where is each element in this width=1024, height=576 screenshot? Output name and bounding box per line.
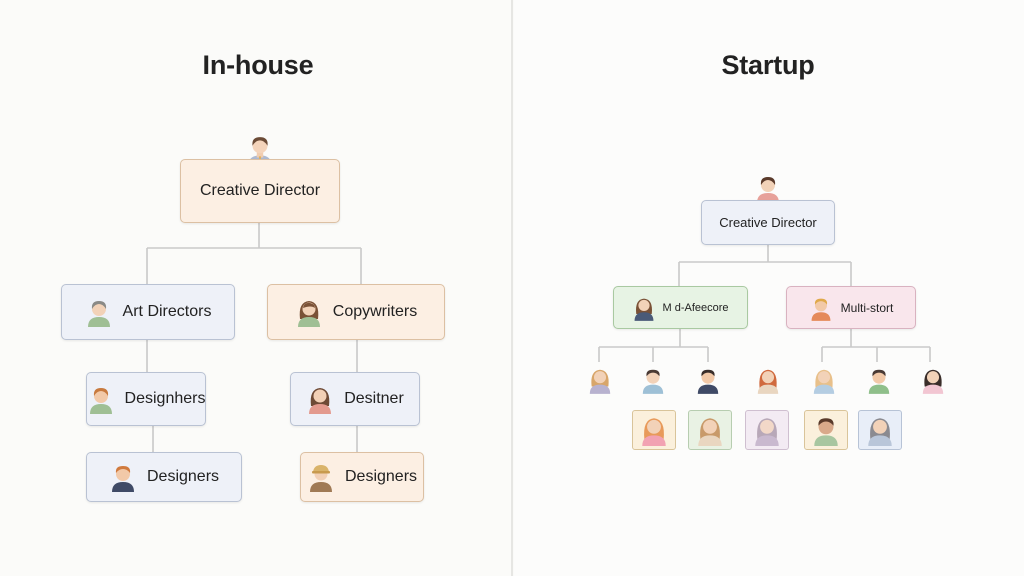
- team-member-avatar: [813, 369, 835, 394]
- designer-avatar-bottom-left: [111, 466, 134, 492]
- copywriters-label: Copywriters: [332, 303, 418, 320]
- team-member-avatar: [589, 369, 611, 394]
- copywriter-avatar: [297, 301, 320, 327]
- team-card: [858, 410, 902, 450]
- designer-avatar-right: [309, 388, 332, 414]
- art-directors-node: Art Directors: [61, 284, 235, 340]
- designers-right-label: Designers: [344, 468, 418, 485]
- designers-node-right: Designers: [300, 452, 424, 502]
- team-card: [745, 410, 789, 450]
- startup-left-label: M d-Afeecore: [662, 301, 729, 314]
- team-card: [632, 410, 676, 450]
- startup-title: Startup: [721, 50, 815, 80]
- startup-left-avatar: [635, 298, 654, 321]
- copywriters-node: Copywriters: [267, 284, 445, 340]
- team-card-avatar: [814, 418, 838, 446]
- in-house-title: In-house: [202, 50, 314, 80]
- startup-left-node: M d-Afeecore: [613, 286, 748, 329]
- startup-creative-director-node: Creative Director: [701, 200, 835, 245]
- designers-left-label: Designers: [146, 468, 220, 485]
- designhers-node: Designhers: [86, 372, 206, 426]
- startup-creative-director-label: Creative Director: [719, 215, 817, 230]
- designer-avatar-left: [89, 388, 112, 414]
- team-card: [688, 410, 732, 450]
- desitner-node: Desitner: [290, 372, 420, 426]
- creative-director-label: Creative Director: [199, 182, 321, 199]
- team-card-avatar: [755, 418, 779, 446]
- startup-right-avatar: [811, 298, 831, 321]
- team-member-avatar: [757, 369, 779, 394]
- team-member-avatar: [922, 369, 944, 394]
- designers-node-left: Designers: [86, 452, 242, 502]
- panel-divider: [511, 0, 513, 576]
- team-card-avatar: [868, 418, 892, 446]
- team-member-avatar: [868, 369, 890, 394]
- team-member-avatar: [642, 369, 664, 394]
- team-card: [804, 410, 848, 450]
- startup-panel: [514, 0, 1024, 576]
- startup-right-node: Multi-stort: [786, 286, 916, 329]
- team-card-avatar: [642, 418, 666, 446]
- art-directors-label: Art Directors: [122, 303, 212, 320]
- team-card-avatar: [698, 418, 722, 446]
- startup-right-label: Multi-stort: [840, 300, 894, 315]
- designer-avatar-bottom-right: [309, 465, 332, 492]
- desitner-label: Desitner: [344, 390, 404, 407]
- art-director-avatar: [87, 301, 110, 327]
- in-house-creative-director-node: Creative Director: [180, 159, 340, 223]
- team-member-avatar: [697, 369, 719, 394]
- designhers-label: Designhers: [124, 390, 206, 407]
